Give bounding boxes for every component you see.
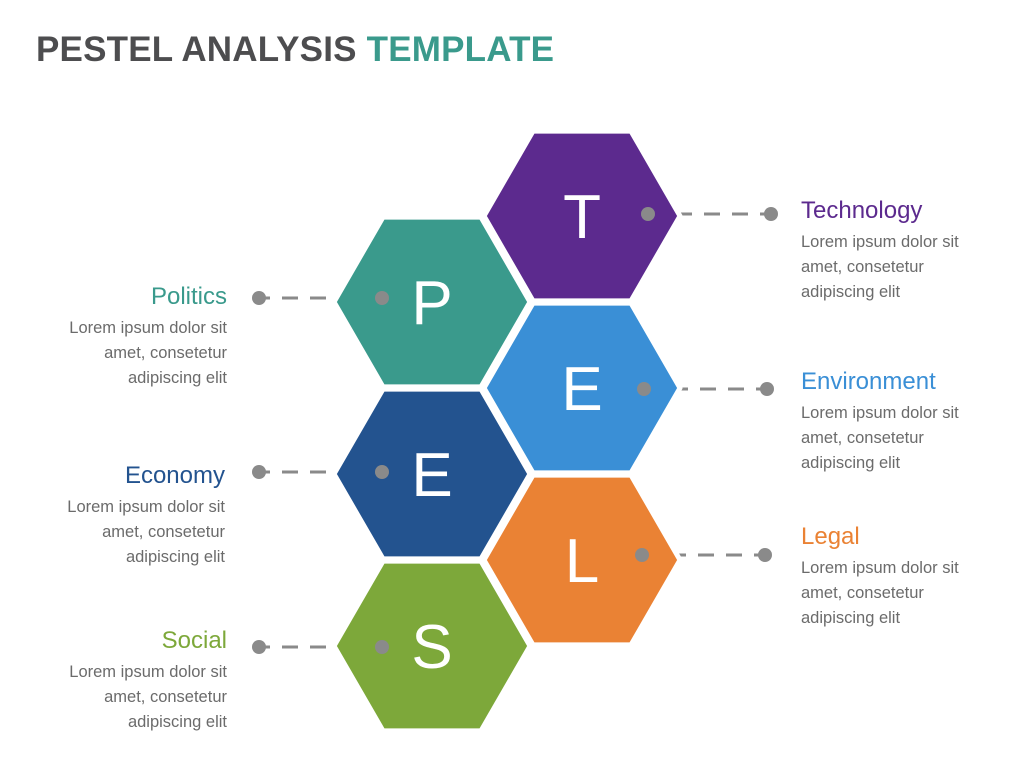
connector-lines bbox=[259, 212, 771, 649]
hexagon-letter-technology: T bbox=[563, 183, 601, 252]
hexagon-letter-politics: P bbox=[411, 269, 452, 338]
title-main: PESTEL ANALYSIS bbox=[36, 30, 357, 69]
legal-line: amet, consetetur bbox=[801, 584, 924, 602]
hexagon-letter-social: S bbox=[411, 613, 452, 682]
label-economy: Economy Lorem ipsum dolor sit amet, cons… bbox=[5, 461, 225, 570]
environment-line: Lorem ipsum dolor sit bbox=[801, 404, 959, 422]
slide-title: PESTEL ANALYSIS TEMPLATE bbox=[36, 30, 554, 70]
connector-dot-outer-legal bbox=[758, 548, 772, 562]
environment-line: amet, consetetur bbox=[801, 429, 924, 447]
legal-line: Lorem ipsum dolor sit bbox=[801, 559, 959, 577]
legal-description: Lorem ipsum dolor sit amet, consetetur a… bbox=[801, 556, 1021, 631]
connector-dot-inner-politics bbox=[375, 291, 389, 305]
technology-heading: Technology bbox=[801, 197, 923, 224]
connector-dot-outer-economy bbox=[252, 465, 266, 479]
connector-dot-outer-environment bbox=[760, 382, 774, 396]
label-environment: Environment Lorem ipsum dolor sit amet, … bbox=[801, 367, 1021, 476]
hexagon-letter-economy: E bbox=[411, 441, 452, 510]
economy-line: adipiscing elit bbox=[125, 548, 225, 566]
environment-line: adipiscing elit bbox=[801, 454, 901, 472]
politics-description: Lorem ipsum dolor sit amet, consetetur a… bbox=[7, 316, 227, 391]
hexagon-letter-legal: L bbox=[565, 527, 599, 596]
connector-dot-inner-technology bbox=[641, 207, 655, 221]
economy-line: amet, consetetur bbox=[102, 523, 225, 541]
connector-dot-outer-social bbox=[252, 640, 266, 654]
label-social: Social Lorem ipsum dolor sit amet, conse… bbox=[7, 626, 227, 735]
economy-description: Lorem ipsum dolor sit amet, consetetur a… bbox=[5, 495, 225, 570]
label-technology: Technology Lorem ipsum dolor sit amet, c… bbox=[801, 196, 1021, 305]
connector-dot-inner-economy bbox=[375, 465, 389, 479]
connector-dots bbox=[252, 207, 778, 654]
legal-heading: Legal bbox=[801, 523, 860, 550]
hexagon-social bbox=[331, 558, 533, 734]
economy-line: Lorem ipsum dolor sit bbox=[67, 498, 225, 516]
hexagon-group: T P E E L S bbox=[331, 128, 683, 734]
politics-line: amet, consetetur bbox=[104, 344, 227, 362]
politics-line: Lorem ipsum dolor sit bbox=[69, 319, 227, 337]
social-line: amet, consetetur bbox=[104, 688, 227, 706]
social-line: Lorem ipsum dolor sit bbox=[69, 663, 227, 681]
technology-line: adipiscing elit bbox=[801, 283, 901, 301]
connector-dot-outer-technology bbox=[764, 207, 778, 221]
social-heading: Social bbox=[161, 627, 227, 654]
connector-dot-inner-environment bbox=[637, 382, 651, 396]
legal-line: adipiscing elit bbox=[801, 609, 901, 627]
title-accent: TEMPLATE bbox=[366, 30, 555, 69]
hexagon-legal bbox=[481, 472, 683, 648]
environment-heading: Environment bbox=[801, 368, 936, 395]
connector-dot-outer-politics bbox=[252, 291, 266, 305]
label-politics: Politics Lorem ipsum dolor sit amet, con… bbox=[7, 282, 227, 391]
connector-dot-inner-social bbox=[375, 640, 389, 654]
technology-line: amet, consetetur bbox=[801, 258, 924, 276]
technology-description: Lorem ipsum dolor sit amet, consetetur a… bbox=[801, 230, 1021, 305]
environment-description: Lorem ipsum dolor sit amet, consetetur a… bbox=[801, 401, 1021, 476]
hexagon-letter-environment: E bbox=[561, 355, 602, 424]
technology-line: Lorem ipsum dolor sit bbox=[801, 233, 959, 251]
label-legal: Legal Lorem ipsum dolor sit amet, conset… bbox=[801, 522, 1021, 631]
connector-dot-inner-legal bbox=[635, 548, 649, 562]
social-description: Lorem ipsum dolor sit amet, consetetur a… bbox=[7, 660, 227, 735]
politics-line: adipiscing elit bbox=[127, 369, 227, 387]
social-line: adipiscing elit bbox=[127, 713, 227, 731]
economy-heading: Economy bbox=[124, 462, 225, 489]
politics-heading: Politics bbox=[150, 283, 227, 310]
